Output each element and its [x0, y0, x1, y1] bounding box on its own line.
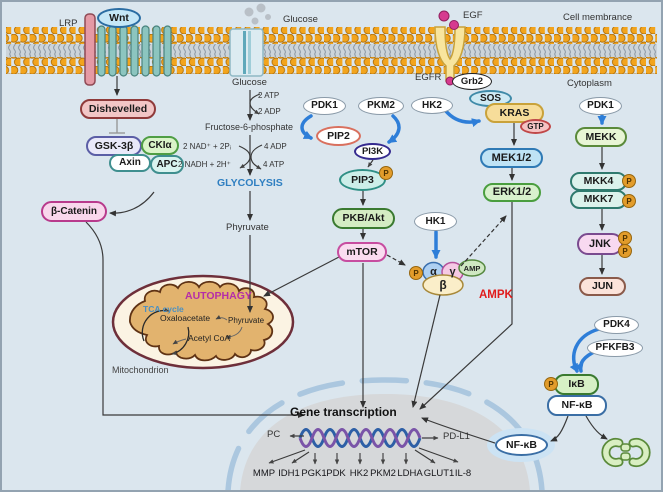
gtp-badge: GTP — [520, 119, 551, 134]
cytoplasm-label: Cytoplasm — [567, 78, 612, 89]
dishevelled-node: Dishevelled — [80, 99, 156, 119]
pdl1-label: PD-L1 — [443, 431, 470, 442]
tca-cycle-arrows — [141, 307, 190, 356]
mekk-node: MEKK — [575, 127, 627, 147]
mitochondrion-shape — [111, 274, 295, 370]
pkb-akt-node: PKB/Akt — [332, 208, 395, 229]
pyruvate-label: Phyruvate — [226, 222, 269, 233]
axin-node: Axin — [109, 154, 151, 172]
jun-node: JUN — [579, 277, 626, 296]
gene-il8: IL-8 — [454, 468, 472, 479]
gene-pdk: PDK — [326, 468, 346, 479]
pi3k-node: PI3K — [354, 143, 391, 160]
mkk4-node: MKK4 — [570, 172, 627, 191]
adp4-label: 4 ADP — [264, 142, 287, 151]
lrp-receptor — [84, 13, 96, 86]
gene-glut1: GLUT1 — [423, 468, 455, 479]
gene-idh1: IDH1 — [278, 468, 300, 479]
glucose-in-label: Glucose — [232, 77, 267, 88]
kras-node: KRAS — [485, 103, 544, 123]
mito-pyruvate-label: Phyruvate — [228, 316, 265, 325]
egfr-receptor — [434, 26, 466, 82]
gene-pkm2: PKM2 — [370, 468, 396, 479]
mito-metabolite-arrows — [172, 315, 243, 345]
glucose-out-label: Glucose — [283, 14, 318, 25]
oxaloacetate-label: Oxaloacetate — [160, 313, 211, 323]
glucose-molecules — [244, 3, 271, 25]
mtor-node: mTOR — [337, 242, 387, 262]
jnk-phospho-badge-1: P — [618, 231, 632, 245]
pc-label: PC — [267, 429, 281, 440]
gsk3b-node: GSK-3β — [86, 136, 142, 156]
nfkb-bound-node: NF-κB — [547, 395, 607, 416]
ckia-node: CKIα — [141, 136, 179, 155]
gene-mmp: MMP — [252, 468, 276, 479]
dashed-arrows — [386, 215, 507, 267]
mkk4-phospho-badge: P — [622, 174, 636, 188]
gene-pgk1: PGK1 — [301, 468, 327, 479]
ampk-phospho-badge: P — [409, 266, 423, 280]
frizzled-receptor — [97, 25, 172, 77]
acetyl-coa-label: Acetyl CoA — [188, 333, 231, 343]
mkk7-node: MKK7 — [570, 190, 627, 209]
ikb-phospho-badge: P — [544, 377, 558, 391]
pip3-node: PIP3 — [339, 169, 386, 191]
cell-membrane-label: Cell membrance — [563, 12, 633, 23]
ampk-complex-shapes — [422, 259, 486, 296]
mitochondrion-label: Mitochondrion — [112, 365, 169, 375]
pip3-phospho-badge: P — [379, 166, 393, 180]
ikb-node: IκB — [554, 374, 599, 395]
gene-arrows — [268, 447, 459, 465]
egfr-label: EGFR — [415, 72, 442, 83]
pdk4-node: PDK4 — [594, 316, 639, 334]
jnk-phospho-badge-2: P — [618, 244, 632, 258]
gene-ldha: LDHA — [397, 468, 423, 479]
ampk-label: AMPK — [479, 289, 513, 301]
grb2-node: Grb2 — [452, 73, 492, 90]
inhibition-line — [109, 119, 125, 134]
f6p-label: Fructose-6-phosphate — [205, 122, 294, 132]
pkm2-node: PKM2 — [358, 97, 404, 115]
ampk-gamma-subunit: γ — [449, 265, 456, 278]
arrow-layer — [85, 76, 608, 444]
nad-label: 2 NAD⁺ + 2Pᵢ — [183, 142, 231, 151]
adp2-label: 2 ADP — [258, 107, 281, 116]
glucose-transporter — [229, 28, 264, 77]
pip2-node: PIP2 — [316, 126, 361, 146]
jnk-node: JNK — [577, 233, 623, 255]
atp2-label: 2 ATP — [258, 91, 280, 100]
tca-cycle-label: TCA cycle — [143, 304, 184, 314]
mkk7-phospho-badge: P — [622, 194, 636, 208]
pdk1-right-node: PDK1 — [579, 97, 622, 115]
atp4-label: 4 ATP — [263, 160, 285, 169]
pfkfb3-node: PFKFB3 — [587, 339, 643, 357]
nadh-label: 2 NADH + 2H⁺ — [178, 160, 231, 169]
egf-label: EGF — [463, 10, 483, 21]
erk-node: ERK1/2 — [483, 183, 541, 202]
glycolysis-title: GLYCOLYSIS — [217, 177, 283, 189]
lrp-label: LRP — [59, 18, 78, 29]
ampk-alpha-subunit: α — [430, 265, 437, 278]
gene-hk2: HK2 — [349, 468, 369, 479]
wnt-ligand: Wnt — [97, 8, 141, 28]
mek-node: MEK1/2 — [480, 148, 543, 168]
dna-helix — [298, 428, 422, 448]
b-catenin-node: β-Catenin — [41, 201, 107, 222]
gene-transcription-title: Gene transcription — [290, 405, 397, 419]
nfkb-free-node: NF-κB — [495, 434, 548, 456]
hk1-node: HK1 — [414, 212, 457, 231]
autophagy-label: AUTOPHAGY — [185, 290, 252, 302]
protein-complex-icon — [601, 438, 651, 467]
apc-node: APC — [150, 155, 184, 174]
blue-arrows — [300, 108, 607, 373]
hk2-node: HK2 — [411, 97, 453, 114]
pdk1-mid-node: PDK1 — [303, 97, 346, 115]
amp-badge: AMP — [463, 263, 481, 273]
ampk-beta-subunit: β — [439, 278, 447, 292]
